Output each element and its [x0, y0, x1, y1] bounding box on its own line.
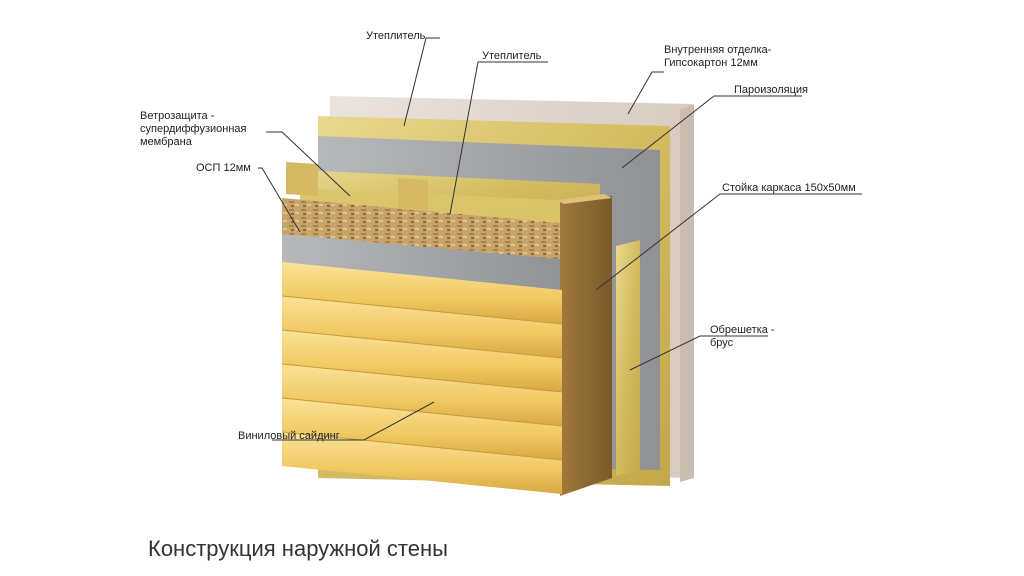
siding-board [282, 398, 562, 460]
label-wind-line2: супердиффузионная [140, 123, 247, 135]
drywall-edge [680, 104, 694, 482]
siding-board [282, 432, 562, 494]
label-batten-line1: Обрешетка - [710, 324, 775, 336]
leader-lines [258, 37, 862, 441]
vinyl-siding [281, 262, 563, 494]
batten-block-1 [286, 162, 318, 196]
leader-osb [258, 167, 301, 233]
leader-siding [272, 401, 435, 441]
diagram-caption: Конструкция наружной стены [148, 536, 448, 561]
label-batten: Обрешетка - брус [710, 324, 775, 350]
leader-wind [266, 131, 351, 197]
siding-board [282, 262, 562, 324]
frame-stud [560, 196, 612, 496]
label-insulation-mid: Утеплитель [482, 50, 542, 62]
label-batten-line2: брус [710, 337, 734, 349]
vertical-batten [616, 240, 640, 476]
label-vapor-barrier: Пароизоляция [734, 84, 808, 96]
leader-vapor [621, 95, 802, 169]
leader-insulation-mid [449, 61, 548, 215]
label-interior-line1: Внутренняя отделка- [664, 44, 772, 56]
leader-batten [629, 335, 768, 371]
leader-interior [627, 71, 664, 115]
siding-board [282, 330, 562, 392]
label-insulation-top: Утеплитель [366, 30, 426, 42]
leader-insulation-top [403, 37, 440, 127]
batten-block-2 [398, 178, 428, 210]
label-wind-protection: Ветрозащита - супердиффузионная мембрана [140, 110, 247, 149]
label-stud: Стойка каркаса 150х50мм [722, 182, 856, 194]
label-wind-line1: Ветрозащита - [140, 110, 215, 122]
label-siding: Виниловый сайдинг [238, 430, 340, 442]
leader-stud [595, 193, 862, 291]
osb-board [282, 198, 570, 262]
label-interior-finish: Внутренняя отделка- Гипсокартон 12мм [664, 44, 771, 70]
label-wind-line3: мембрана [140, 136, 192, 148]
siding-board [282, 296, 562, 358]
siding-board [282, 364, 562, 426]
frame-stud-top [556, 194, 612, 204]
label-osb: ОСП 12мм [196, 162, 251, 174]
label-interior-line2: Гипсокартон 12мм [664, 57, 758, 69]
